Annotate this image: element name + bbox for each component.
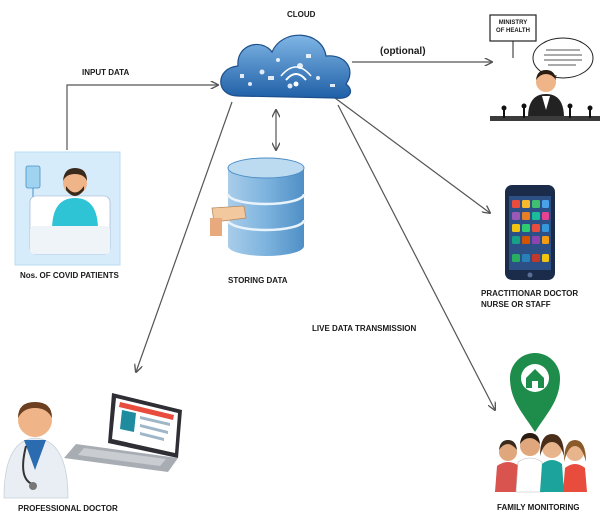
optional-label: (optional): [380, 46, 426, 57]
ministry-line-2: OF HEALTH: [496, 28, 530, 34]
practitioner-line-1: PRACTITIONAR DOCTOR: [481, 289, 579, 298]
ministry-speaker-icon: [489, 14, 600, 121]
database-icon: [210, 157, 306, 256]
arrow-cloud-to-doctor: [136, 101, 233, 372]
patients-label: Nos. OF COVID PATIENTS: [20, 271, 119, 280]
ministry-line-1: MINISTRY: [498, 20, 528, 26]
input-data-label: INPUT DATA: [82, 68, 130, 77]
arrow-cloud-to-family: [337, 104, 495, 410]
storing-data-label: STORING DATA: [228, 276, 288, 285]
cloud-label: CLOUD: [287, 10, 316, 19]
live-transmission-label: LIVE DATA TRANSMISSION: [312, 324, 417, 333]
laptop-icon: [64, 393, 182, 472]
arrow-patients-to-cloud: [66, 85, 218, 150]
patient-icon: [14, 151, 121, 266]
practitioner-label: PRACTITIONAR DOCTOR NURSE OR STAFF: [481, 288, 578, 310]
practitioner-line-2: NURSE OR STAFF: [481, 300, 551, 309]
cloud-icon: [220, 34, 351, 99]
connectors: [66, 62, 495, 410]
doctor-icon: [3, 402, 69, 499]
family-monitoring-label: FAMILY MONITORING: [497, 503, 580, 512]
ministry-sign: MINISTRY OF HEALTH: [493, 19, 533, 35]
smartphone-icon: [505, 185, 555, 280]
arrow-cloud-to-phone: [334, 97, 490, 213]
professional-doctor-label: PROFESSIONAL DOCTOR: [18, 504, 118, 513]
family-icon: [495, 433, 587, 493]
location-pin-icon: [510, 353, 560, 432]
